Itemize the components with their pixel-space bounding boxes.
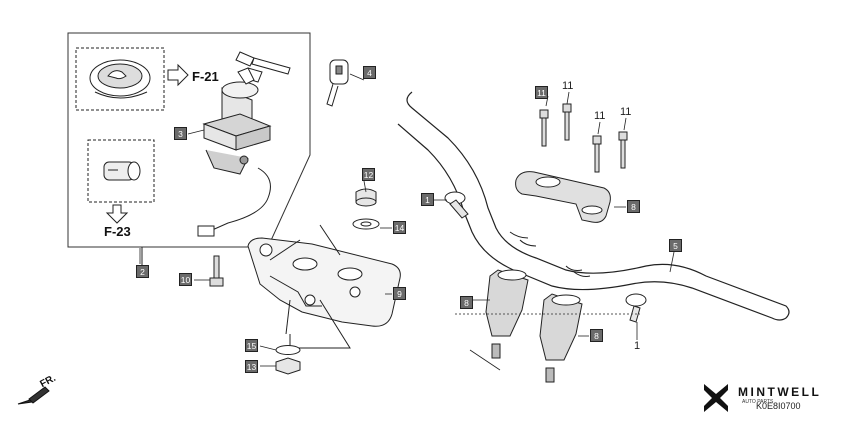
handlebar-icon [397, 91, 790, 321]
callout-1: 1 [421, 193, 434, 206]
lock-cylinder-inset [87, 139, 155, 203]
callout-1-plain: 1 [634, 340, 641, 352]
callout-11-b: 11 [594, 110, 606, 122]
arrow-right-icon [167, 63, 189, 87]
brand-logo-icon [704, 384, 728, 412]
lower-holder-icon-2 [539, 293, 583, 383]
callout-8-left: 8 [460, 296, 473, 309]
group-outline [67, 32, 311, 248]
callout-11-a: 11 [562, 80, 574, 92]
callout-13: 13 [245, 360, 258, 373]
callout-4: 4 [363, 66, 376, 79]
brand-name: MINTWELL [738, 385, 822, 399]
brand-sub: AUTO PARTS [742, 399, 774, 405]
clamp-icon [444, 191, 469, 219]
bolt-icon-set [539, 103, 628, 173]
callout-8-upper: 8 [627, 200, 640, 213]
callout-8-right: 8 [590, 329, 603, 342]
key-icon [235, 51, 291, 85]
callout-9: 9 [393, 287, 406, 300]
upper-holder-icon [515, 171, 611, 223]
ignition-switch-icon [197, 81, 272, 237]
top-bridge-icon [247, 237, 401, 327]
spare-key-icon [326, 59, 349, 107]
callout-2: 2 [136, 265, 149, 278]
callout-12: 12 [362, 168, 375, 181]
nut-icon [275, 357, 301, 375]
ref-f23: F-23 [104, 224, 131, 239]
fuel-cap-icon [89, 59, 151, 99]
diagram-code: K0E8I0700 [756, 401, 801, 411]
cap-nut-icon [355, 188, 377, 207]
arrow-down-icon [105, 204, 129, 224]
front-arrow-icon [17, 386, 50, 405]
callout-10: 10 [179, 273, 192, 286]
callout-15: 15 [245, 339, 258, 352]
callout-11-c: 11 [620, 106, 632, 118]
callout-5: 5 [669, 239, 682, 252]
washer-icon-2 [275, 345, 301, 355]
bolt-icon [209, 255, 224, 287]
brand-block: MINTWELL AUTO PARTS [702, 380, 822, 414]
lock-cylinder-icon [103, 161, 141, 181]
clamp-icon-2 [625, 293, 647, 323]
callout-14: 14 [393, 221, 406, 234]
callout-3: 3 [174, 127, 187, 140]
lower-holder-icon [485, 269, 529, 359]
ref-f21: F-21 [192, 69, 219, 84]
callout-11: 11 [535, 86, 548, 99]
